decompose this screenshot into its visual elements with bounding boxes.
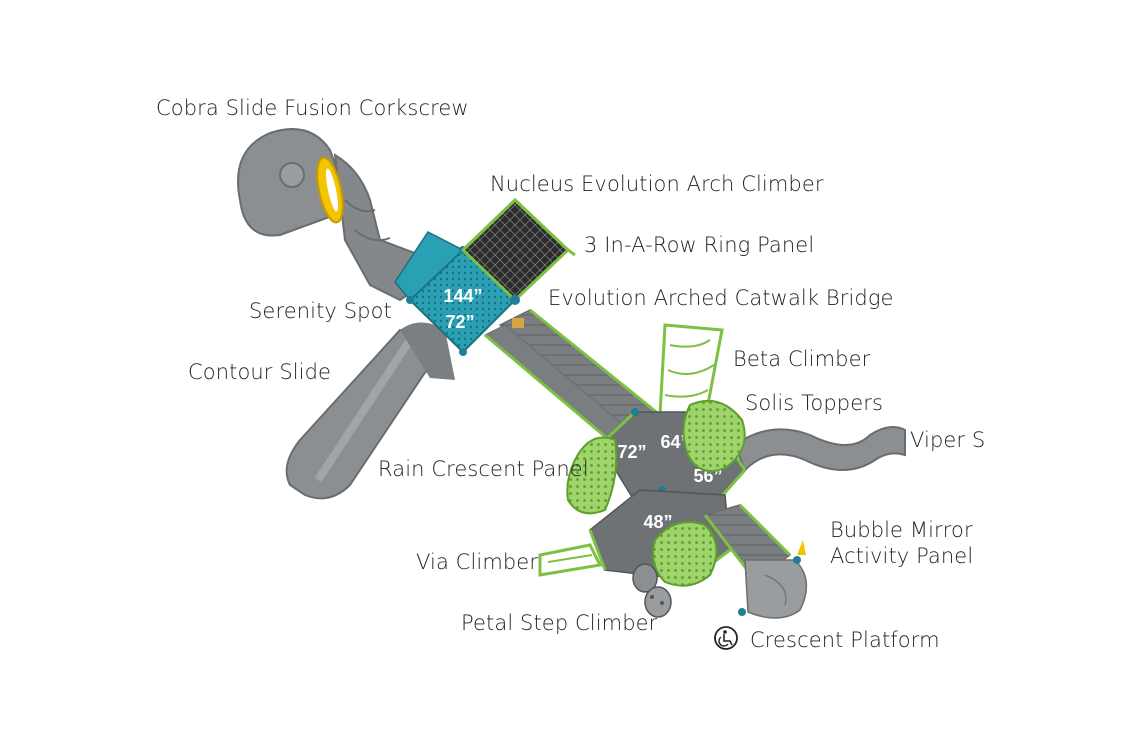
label-nucleus-arch: Nucleus Evolution Arch Climber [490,172,824,196]
label-bubble-mirror: Bubble Mirror Activity Panel [830,517,973,569]
label-bubble-mirror-line2: Activity Panel [830,544,974,568]
label-beta-climber: Beta Climber [733,347,871,371]
viper-slide-shape [733,425,906,472]
label-catwalk-bridge: Evolution Arched Catwalk Bridge [548,286,894,310]
hex-lower-height: 48” [643,512,672,532]
label-rain-crescent: Rain Crescent Panel [378,457,589,481]
tower-bottom-height: 72” [445,312,474,332]
label-serenity-spot: Serenity Spot [249,299,392,323]
label-viper-s: Viper S [910,428,986,452]
wheelchair-icon [714,626,738,650]
label-petal-step: Petal Step Climber [461,611,658,635]
hex-top-right-height: 64” [660,432,689,452]
via-climber-shape [538,543,603,577]
crescent-platform-shape [738,540,808,619]
hex-left-height: 72” [617,442,646,462]
label-cobra-slide: Cobra Slide Fusion Corkscrew [156,96,469,120]
contour-slide-shape [285,322,455,500]
petal-step-shape [632,563,672,618]
rain-crescent-panel-shape [566,436,618,515]
label-solis-toppers: Solis Toppers [745,391,884,415]
tower-top-height: 144” [443,286,482,306]
label-contour-slide: Contour Slide [188,360,332,384]
nucleus-arch-shape [460,197,576,305]
solis-topper-lower [652,521,718,587]
label-via-climber: Via Climber [416,550,539,574]
label-crescent-platform: Crescent Platform [750,628,940,652]
solis-topper-right [682,400,746,472]
catwalk-bridge-shape [484,308,662,447]
label-ring-panel: 3 In-A-Row Ring Panel [584,233,815,257]
label-bubble-mirror-line1: Bubble Mirror [830,518,973,542]
